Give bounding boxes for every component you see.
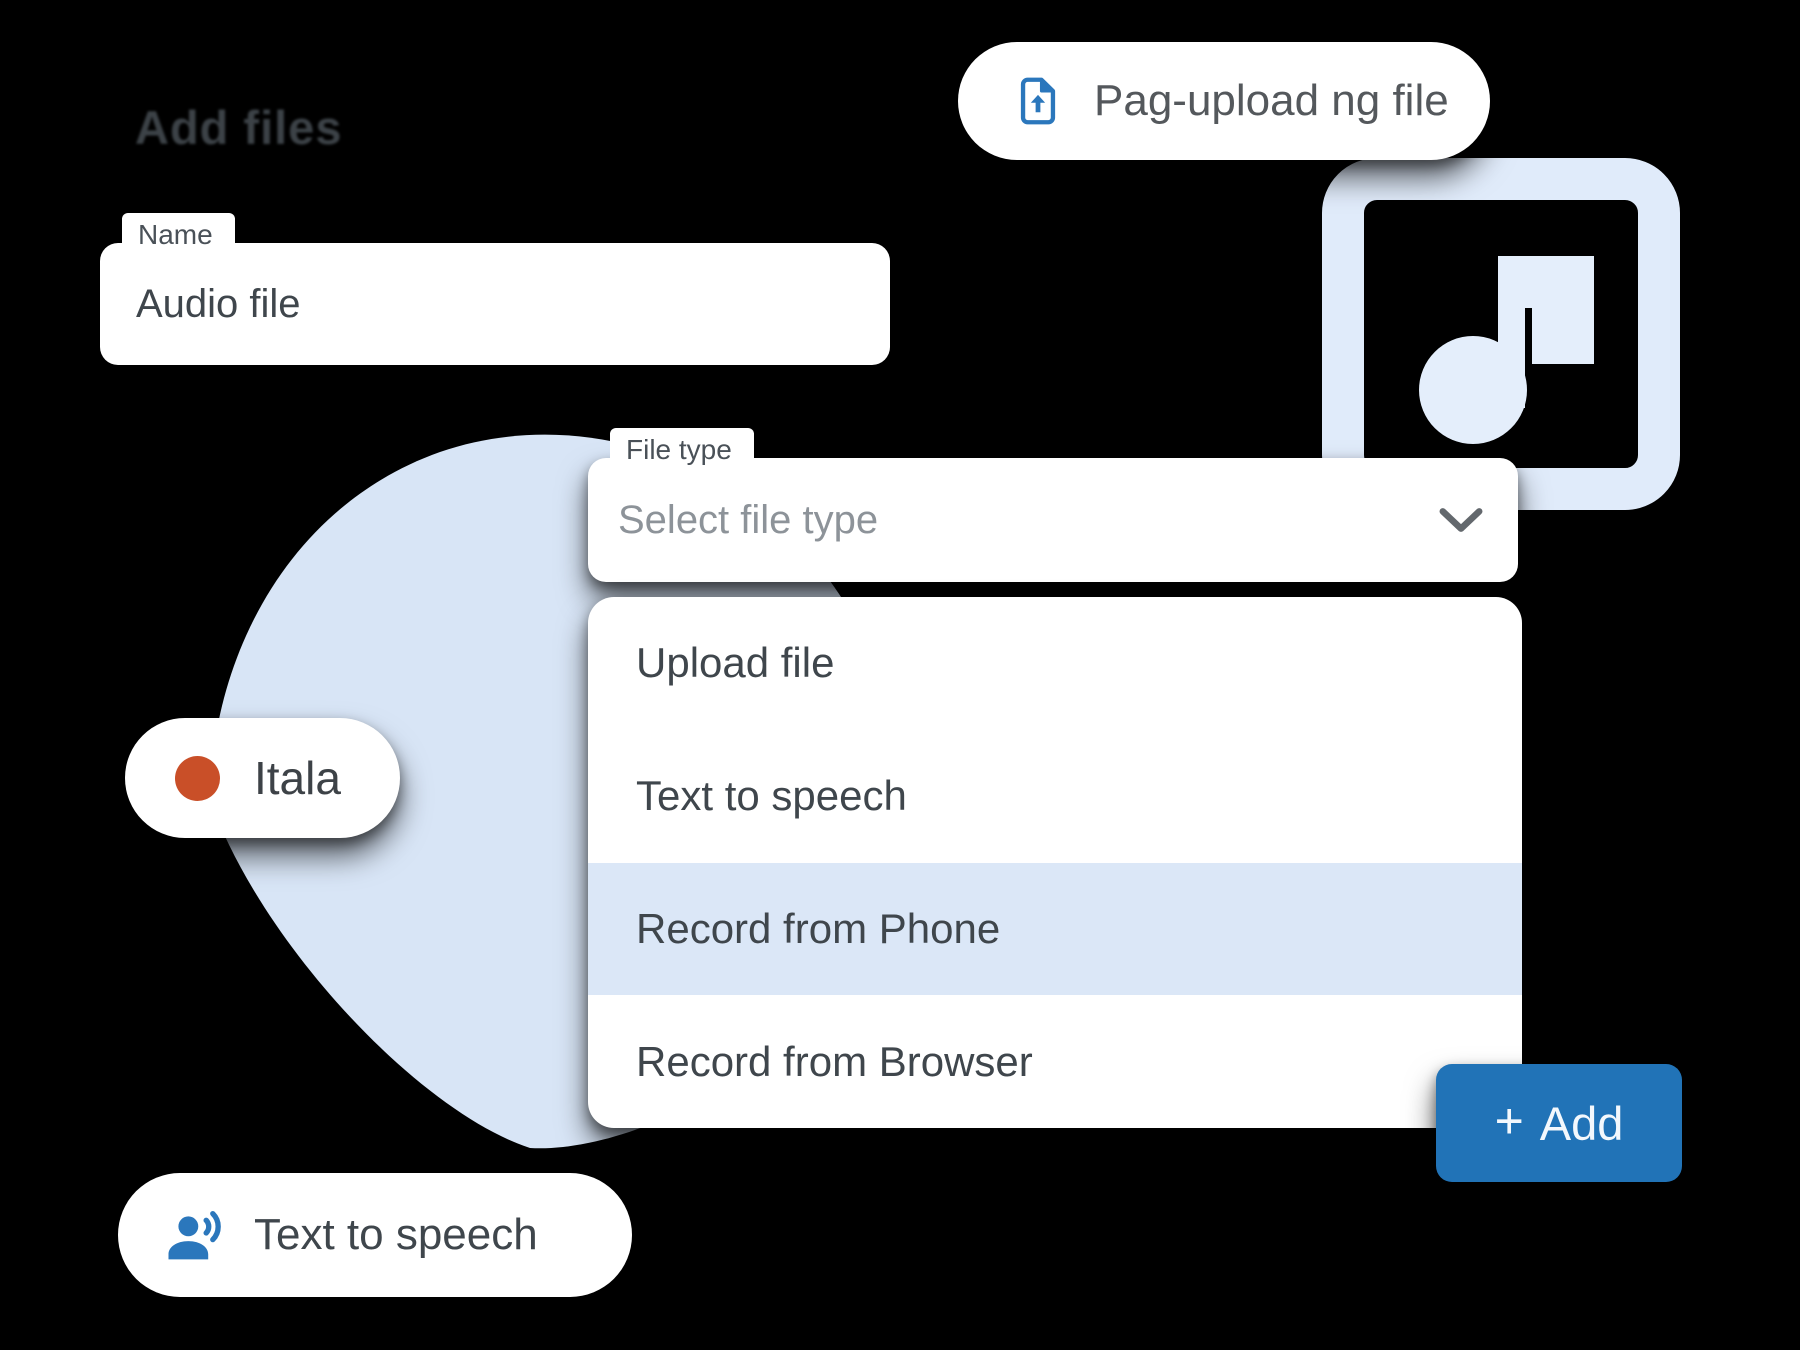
tts-pill-label: Text to speech <box>254 1210 538 1259</box>
chevron-down-icon <box>1439 508 1483 532</box>
file-type-label: File type <box>610 428 754 470</box>
add-button-label: Add <box>1539 1096 1624 1150</box>
file-type-dropdown: Upload file Text to speech Record from P… <box>588 597 1522 1128</box>
option-upload-file[interactable]: Upload file <box>636 639 835 687</box>
text-to-speech-pill[interactable]: Text to speech <box>118 1173 632 1297</box>
file-type-select[interactable]: File type Select file type <box>588 428 1518 582</box>
page-title: Add files <box>135 101 343 154</box>
red-dot-icon <box>175 755 220 801</box>
name-field[interactable]: Name Audio file <box>100 213 890 365</box>
plus-icon: + <box>1494 1093 1524 1149</box>
option-record-from-phone[interactable]: Record from Phone <box>588 862 1522 996</box>
add-button[interactable]: + Add <box>1436 1064 1682 1182</box>
file-upload-icon <box>1020 77 1056 125</box>
upload-file-pill[interactable]: Pag-upload ng file <box>958 42 1490 160</box>
option-text-to-speech[interactable]: Text to speech <box>636 772 907 820</box>
language-pill[interactable]: Itala <box>125 718 400 838</box>
name-field-label: Name <box>122 213 235 255</box>
language-pill-label: Itala <box>254 752 341 804</box>
option-record-from-browser[interactable]: Record from Browser <box>636 1037 1033 1085</box>
voice-over-icon <box>168 1210 221 1260</box>
music-note-icon <box>1419 256 1594 444</box>
file-type-placeholder: Select file type <box>618 497 879 542</box>
upload-pill-label: Pag-upload ng file <box>1094 76 1449 125</box>
name-field-value: Audio file <box>136 281 301 326</box>
